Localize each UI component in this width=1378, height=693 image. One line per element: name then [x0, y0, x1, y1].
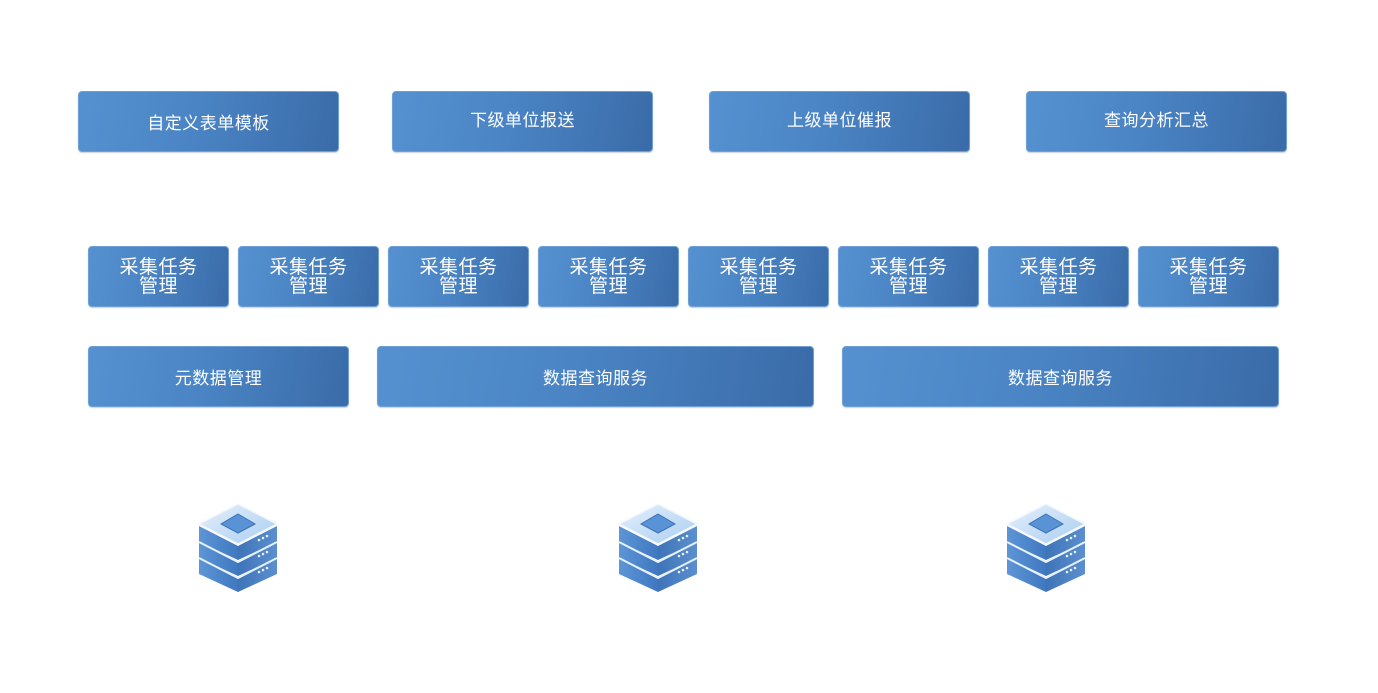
layer-middle — [618, 542, 698, 580]
collection-task-box[interactable]: 采集任务 管理 — [238, 246, 379, 307]
layer-top — [198, 526, 278, 564]
box-label: 自定义表单模板 — [147, 114, 270, 134]
layer-bottom — [1007, 558, 1085, 592]
collection-task-box[interactable]: 采集任务 管理 — [838, 246, 979, 307]
box-label-line2: 管理 — [138, 274, 178, 297]
box-label-line1: 采集任务 — [419, 255, 498, 278]
layer-middle — [1006, 542, 1086, 580]
box-label: 上级单位催报 — [787, 111, 892, 131]
box-label-line2: 管理 — [438, 274, 478, 297]
custom-form-template-box[interactable]: 自定义表单模板 — [78, 91, 339, 152]
box-label-line2: 管理 — [588, 274, 628, 297]
box-label: 下级单位报送 — [470, 111, 575, 131]
query-analysis-summary-box[interactable]: 查询分析汇总 — [1026, 91, 1287, 152]
box-label: 数据查询服务 — [1008, 369, 1113, 389]
layer-top — [1006, 526, 1086, 564]
subordinate-unit-submit-box[interactable]: 下级单位报送 — [392, 91, 653, 152]
database-server-icon — [617, 503, 699, 592]
database-server-icon — [197, 503, 279, 592]
metadata-management-box[interactable]: 元数据管理 — [88, 346, 349, 407]
database-server-icon — [1005, 503, 1087, 592]
layer-bottom — [199, 558, 277, 592]
data-query-service-box[interactable]: 数据查询服务 — [842, 346, 1279, 407]
box-label-line2: 管理 — [1038, 274, 1078, 297]
collection-task-box[interactable]: 采集任务 管理 — [88, 246, 229, 307]
box-label-line1: 采集任务 — [1019, 255, 1098, 278]
collection-task-box[interactable]: 采集任务 管理 — [988, 246, 1129, 307]
box-label-line1: 采集任务 — [269, 255, 348, 278]
collection-task-box[interactable]: 采集任务 管理 — [1138, 246, 1279, 307]
collection-task-box[interactable]: 采集任务 管理 — [538, 246, 679, 307]
box-label-line1: 采集任务 — [869, 255, 948, 278]
superior-unit-reminder-box[interactable]: 上级单位催报 — [709, 91, 970, 152]
box-label: 查询分析汇总 — [1104, 111, 1209, 131]
box-label-line1: 采集任务 — [719, 255, 798, 278]
layer-bottom — [619, 558, 697, 592]
box-label: 数据查询服务 — [543, 369, 648, 389]
layer-top — [618, 526, 698, 564]
box-label-line2: 管理 — [1188, 274, 1228, 297]
box-label-line1: 采集任务 — [1169, 255, 1248, 278]
collection-task-box[interactable]: 采集任务 管理 — [388, 246, 529, 307]
box-label-line2: 管理 — [288, 274, 328, 297]
box-label-line2: 管理 — [738, 274, 778, 297]
box-label-line2: 管理 — [888, 274, 928, 297]
box-label-line1: 采集任务 — [569, 255, 648, 278]
data-query-service-box[interactable]: 数据查询服务 — [377, 346, 814, 407]
box-label: 元数据管理 — [174, 369, 263, 389]
collection-task-box[interactable]: 采集任务 管理 — [688, 246, 829, 307]
box-label-line1: 采集任务 — [119, 255, 198, 278]
layer-middle — [198, 542, 278, 580]
